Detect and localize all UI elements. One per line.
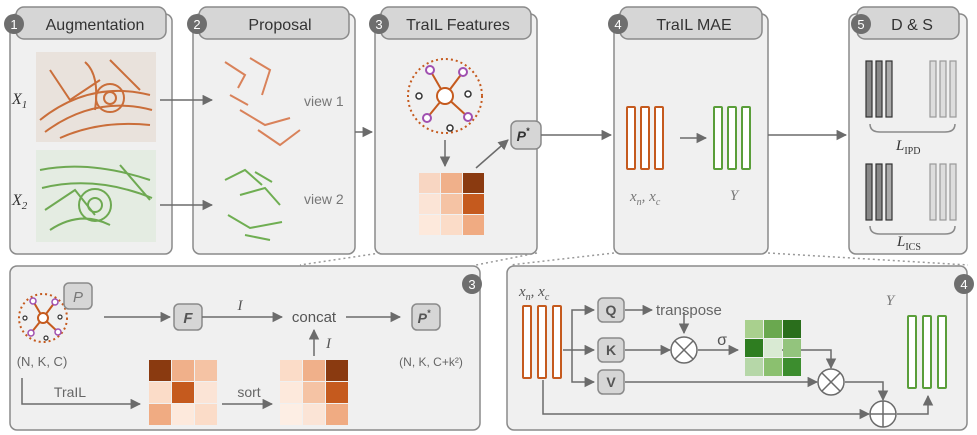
detail-badge: 4 bbox=[960, 277, 967, 292]
stage-augmentation-panel: 1 Augmentation X1 X2 bbox=[4, 6, 173, 255]
proposal-view1-shapes bbox=[224, 57, 301, 147]
detail-input-bars bbox=[522, 305, 562, 379]
svg-text:P*: P* bbox=[418, 308, 431, 326]
i-label: I bbox=[237, 298, 244, 314]
stage-title: Proposal bbox=[248, 17, 311, 34]
detail-trail-features-panel: 3 P (N, K, C) F I concat P* (N, K, bbox=[9, 265, 482, 431]
stage-arrows bbox=[160, 94, 848, 211]
svg-text:Q: Q bbox=[606, 302, 617, 318]
detail-output-label: Y bbox=[886, 293, 896, 309]
v-box: V bbox=[597, 369, 625, 395]
stage-title: TraIL MAE bbox=[656, 17, 731, 34]
sort-label: sort bbox=[237, 384, 260, 400]
svg-text:F: F bbox=[183, 310, 193, 327]
f-function-box: F bbox=[173, 303, 203, 331]
input-x1-label: X1 bbox=[11, 91, 27, 111]
sigma-label: σ bbox=[717, 332, 727, 349]
svg-text:P: P bbox=[73, 289, 83, 306]
detail-neighborhood-icon bbox=[18, 293, 68, 343]
loss-ics-label: LICS bbox=[896, 234, 921, 253]
transpose-label: transpose bbox=[656, 302, 722, 319]
stage-number: 5 bbox=[857, 17, 864, 32]
multiply-op-icon bbox=[670, 336, 698, 364]
k-box: K bbox=[597, 337, 625, 363]
detail-p-star-box: P* bbox=[411, 303, 441, 331]
stage-title: TraIL Features bbox=[406, 17, 510, 34]
concat-label: concat bbox=[292, 309, 337, 326]
add-op-icon bbox=[869, 400, 897, 428]
detail-mae-input-label: xn, xc bbox=[518, 284, 550, 303]
svg-text:K: K bbox=[606, 342, 616, 358]
stage-trail-features-panel: 3 TraIL Features P* bbox=[369, 6, 542, 255]
detail-sorted-matrix bbox=[280, 360, 348, 425]
stage-title: Augmentation bbox=[46, 17, 145, 34]
trail-feature-matrix bbox=[419, 173, 484, 235]
loss-ipd-label: LIPD bbox=[895, 138, 920, 157]
mae-input-label: xn, xc bbox=[629, 189, 661, 208]
proposal-view2-shapes bbox=[224, 168, 283, 241]
stage-trail-mae-panel: 4 TraIL MAE xn, xc Y bbox=[608, 6, 769, 255]
ds-bars-bottom bbox=[865, 163, 957, 221]
input-x2-label: X2 bbox=[11, 192, 28, 212]
stage-number: 2 bbox=[193, 17, 200, 32]
i-label-2: I bbox=[325, 336, 332, 352]
view1-label: view 1 bbox=[304, 93, 344, 109]
detail-trail-mae-panel: 4 xn, xc Q K V bbox=[506, 265, 974, 431]
mae-output-label: Y bbox=[730, 188, 740, 204]
detail-badge: 3 bbox=[468, 277, 475, 292]
detail-output-bars bbox=[907, 315, 947, 389]
view2-label: view 2 bbox=[304, 191, 344, 207]
stage-number: 4 bbox=[614, 17, 621, 32]
attention-matrix bbox=[745, 320, 801, 376]
multiply-op-icon-2 bbox=[817, 368, 845, 396]
stage-title: D & S bbox=[891, 17, 933, 34]
detail-p-box: P bbox=[63, 282, 93, 310]
stage-number-badge bbox=[4, 14, 24, 34]
ds-bars-top bbox=[865, 60, 957, 118]
stage-proposal-panel: 2 Proposal view 1 view 2 bbox=[187, 6, 356, 255]
point-cloud-pattern-green bbox=[39, 164, 153, 231]
mae-input-bars bbox=[626, 106, 664, 170]
stage-number: 1 bbox=[10, 17, 17, 32]
q-box: Q bbox=[597, 297, 625, 323]
stage-number: 3 bbox=[375, 17, 382, 32]
shape-in-label: (N, K, C) bbox=[17, 354, 68, 369]
point-cloud-pattern-orange bbox=[39, 59, 153, 139]
shape-out-label: (N, K, C+k²) bbox=[399, 355, 463, 369]
neighborhood-graph-icon bbox=[407, 58, 483, 134]
p-star-box: P* bbox=[510, 120, 542, 150]
svg-text:P*: P* bbox=[517, 126, 530, 144]
detail-unsorted-matrix bbox=[149, 360, 217, 425]
svg-text:V: V bbox=[606, 374, 616, 390]
stage-ds-panel: 5 D & S LIPD LICS bbox=[848, 6, 968, 255]
trail-label: TraIL bbox=[54, 384, 86, 400]
mae-output-bars bbox=[713, 106, 751, 170]
